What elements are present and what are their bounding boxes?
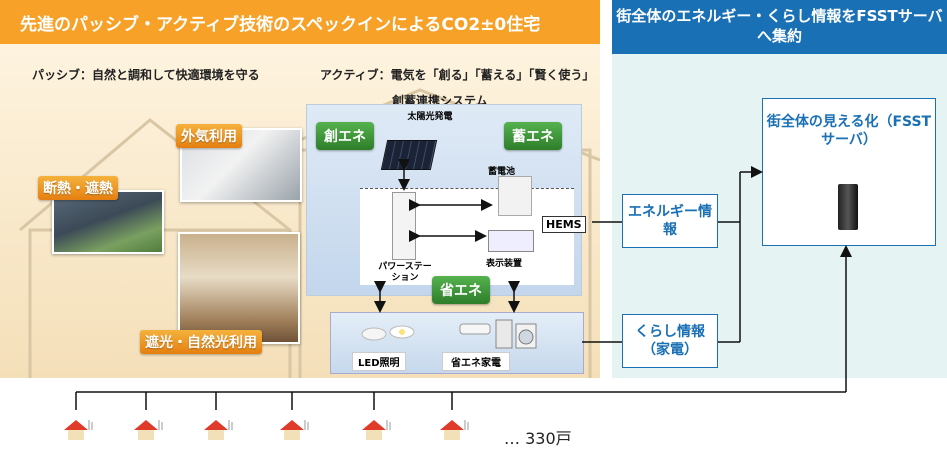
right-title: 街全体のエネルギー・くらし情報をFSSTサーバへ集約 [616, 7, 943, 45]
power-station-icon [392, 192, 416, 260]
interior-photo [178, 232, 300, 344]
tag-shading: 遮光・自然光利用 [140, 330, 262, 354]
bottom-area [0, 378, 947, 452]
house-icon [362, 420, 391, 440]
save-energy-label: 省エネ [432, 276, 490, 304]
house-icon [440, 420, 469, 440]
appliances-icon [459, 319, 537, 349]
create-energy-label: 創エネ [316, 122, 374, 150]
power-station-label: パワーステーション [378, 262, 432, 283]
battery-label: 蓄電池 [488, 167, 516, 177]
active-caption: アクティブ：電気を「創る」「蓄える」「賢く使う」 [320, 68, 595, 82]
left-title-bar [0, 0, 600, 44]
tag-insulation: 断熱・遮熱 [38, 176, 118, 200]
tag-outside-air: 外気利用 [176, 124, 242, 148]
solar-panel-icon [380, 140, 438, 170]
passive-caption: パッシブ：自然と調和して快適環境を守る [32, 68, 260, 82]
display-device-icon [488, 230, 534, 252]
server-icon [838, 184, 858, 230]
hems-badge: HEMS [542, 216, 586, 233]
house-icon [280, 420, 309, 440]
solar-label: 太陽光発電 [407, 112, 453, 122]
led-label: LED照明 [352, 352, 406, 371]
display-label: 表示装置 [486, 259, 523, 269]
house-icon [134, 420, 163, 440]
roof-photo [52, 190, 164, 254]
appliance-label: 省エネ家電 [442, 352, 510, 371]
house-icon [64, 420, 93, 440]
life-info-box: くらし情報（家電） [622, 314, 718, 368]
left-title: 先進のパッシブ・アクティブ技術のスペックインによるCO2±0住宅 [20, 15, 541, 35]
house-icon [204, 420, 233, 440]
energy-info-box: エネルギー情報 [622, 194, 718, 248]
led-light-icon [361, 325, 415, 341]
battery-icon [498, 176, 532, 216]
house-count-label: … 330戸 [504, 429, 572, 448]
right-title-bar [612, 0, 947, 54]
store-energy-label: 蓄エネ [504, 122, 562, 150]
